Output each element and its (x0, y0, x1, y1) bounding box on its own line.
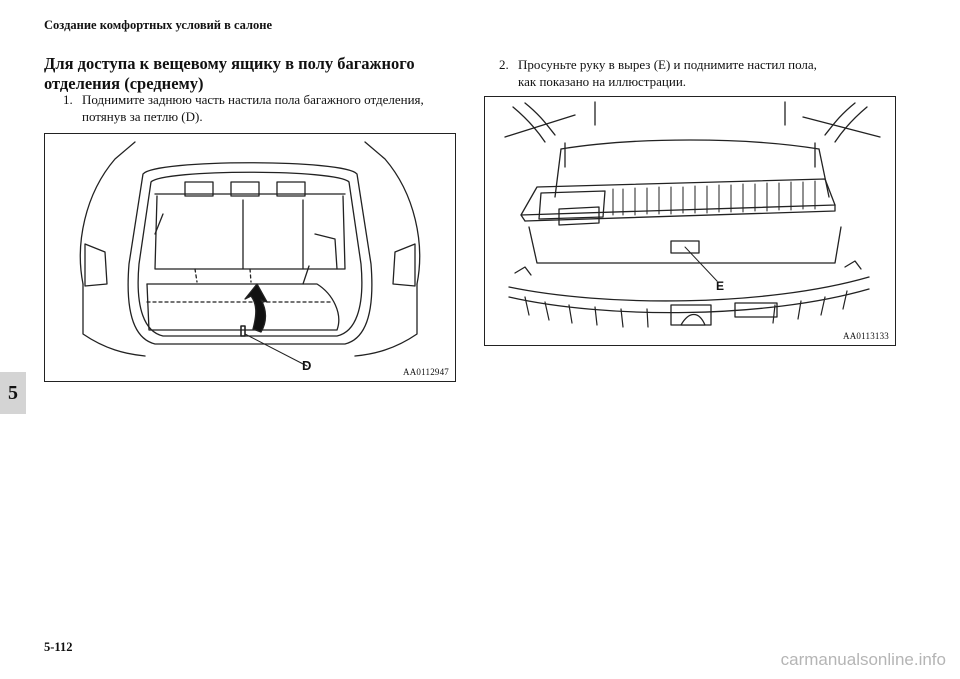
step-2-line-2: как показано на иллюстрации. (518, 74, 687, 89)
callout-e: E (716, 279, 724, 293)
figure-underfloor-box: E AA0113133 (484, 96, 896, 346)
step-2-text: Просуньте руку в вырез (E) и поднимите н… (518, 56, 817, 90)
figure-2-code: AA0113133 (843, 331, 889, 341)
figure-1-code: AA0112947 (403, 367, 449, 377)
step-1-number: 1. (63, 92, 73, 107)
page-number: 5-112 (44, 640, 73, 654)
step-1-line-2: потянув за петлю (D). (82, 109, 203, 124)
section-title: Для доступа к вещевому ящику в полу бага… (44, 54, 464, 94)
chapter-tab: 5 (0, 372, 26, 414)
section-title-line-2: отделения (среднему) (44, 74, 204, 93)
running-header: Создание комфортных условий в салоне (44, 18, 273, 32)
watermark: carmanualsonline.info (780, 650, 946, 669)
callout-d: D (302, 358, 311, 373)
callout-d-label: D (302, 358, 311, 373)
callout-e-label: E (716, 279, 724, 293)
step-1-line-1: Поднимите заднюю часть настила пола бага… (82, 92, 424, 107)
section-title-line-1: Для доступа к вещевому ящику в полу бага… (44, 54, 415, 73)
underfloor-box-illustration (504, 101, 881, 328)
figure-trunk-floor-lift: D AA0112947 (44, 133, 456, 382)
trunk-floor-lift-illustration (79, 141, 421, 367)
step-1-text: Поднимите заднюю часть настила пола бага… (82, 91, 424, 125)
step-2: 2. Просуньте руку в вырез (E) и поднимит… (499, 56, 919, 90)
step-1: 1. Поднимите заднюю часть настила пола б… (63, 91, 463, 125)
step-2-line-1: Просуньте руку в вырез (E) и поднимите н… (518, 57, 817, 72)
step-2-number: 2. (499, 57, 509, 72)
